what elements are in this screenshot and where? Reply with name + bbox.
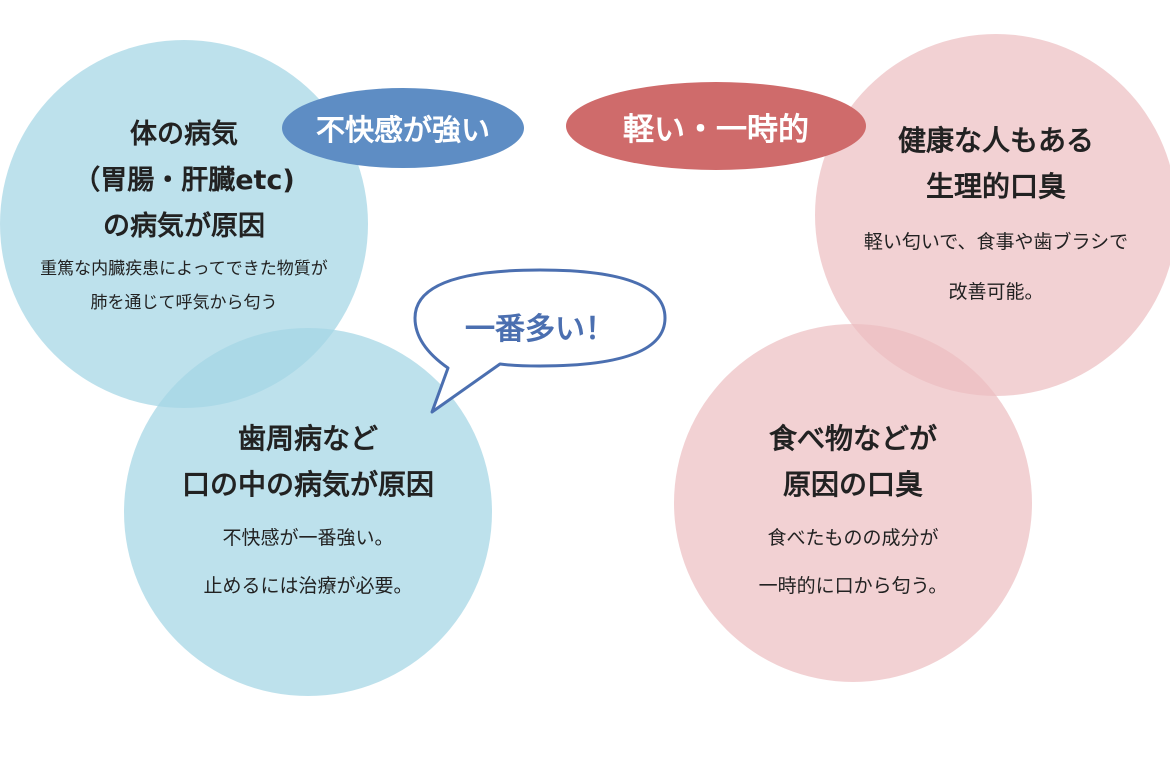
body-heading-1: 体の病気	[130, 119, 238, 150]
gum-note-1: 不快感が一番強い。	[222, 527, 394, 549]
food-note-2: 一時的に口から匂う。	[758, 575, 948, 597]
gum-heading-2: 口の中の病気が原因	[181, 468, 434, 501]
food-note-1: 食べたものの成分が	[767, 527, 939, 549]
circle-gum-disease	[124, 328, 492, 696]
food-heading-1: 食べ物などが	[768, 422, 937, 455]
gum-disease-text: 歯周病など 口の中の病気が原因 不快感が一番強い。 止めるには治療が必要。	[124, 416, 492, 604]
healthy-heading-2: 生理的口臭	[925, 170, 1066, 203]
gum-note-2: 止めるには治療が必要。	[203, 575, 413, 597]
food-heading-2: 原因の口臭	[782, 468, 923, 501]
physiological-breath-text: 健康な人もある 生理的口臭 軽い匂いで、食事や歯ブラシで 改善可能。	[815, 118, 1170, 310]
circle-food-breath	[674, 324, 1032, 682]
food-breath-text: 食べ物などが 原因の口臭 食べたものの成分が 一時的に口から匂う。	[674, 416, 1032, 604]
gum-heading-1: 歯周病など	[237, 422, 378, 455]
pill-light-temporary: 軽い・一時的	[566, 82, 866, 170]
healthy-heading-1: 健康な人もある	[897, 124, 1094, 157]
body-heading-2: （胃腸・肝臓etc)	[73, 165, 295, 196]
body-heading-3: の病気が原因	[103, 211, 265, 242]
body-disease-text: 体の病気 （胃腸・肝臓etc) の病気が原因 重篤な内臓疾患によってできた物質が…	[0, 112, 368, 318]
pill-strong-discomfort: 不快感が強い	[282, 88, 524, 168]
healthy-note-2: 改善可能。	[948, 281, 1044, 303]
healthy-note-1: 軽い匂いで、食事や歯ブラシで	[863, 231, 1129, 253]
body-note-1: 重篤な内臓疾患によってできた物質が	[40, 259, 328, 279]
bubble-label: 一番多い！	[465, 312, 615, 347]
body-note-2: 肺を通じて呼気から匂う	[90, 293, 278, 313]
speech-bubble-shape	[413, 268, 667, 414]
